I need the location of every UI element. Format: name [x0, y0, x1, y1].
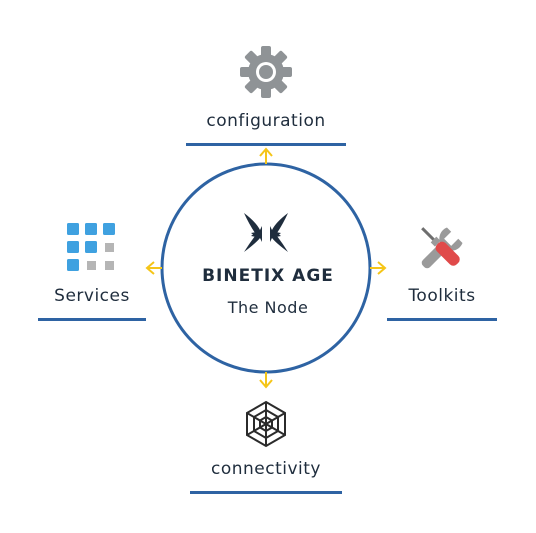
arrow-top: [259, 147, 273, 164]
node-logo-icon: [244, 213, 288, 252]
grid-icon: [67, 223, 115, 271]
connectivity-label: connectivity: [210, 459, 321, 479]
gear-icon: [240, 46, 292, 98]
arrow-right: [370, 261, 387, 275]
web-icon: [246, 400, 286, 448]
configuration-label: configuration: [206, 111, 326, 131]
tools-icon: [421, 227, 463, 269]
services-underline: [38, 318, 146, 321]
connectivity-underline: [190, 491, 342, 494]
configuration-underline: [186, 143, 346, 146]
center-title: BINETIX AGE: [202, 266, 334, 286]
center-subtitle: The Node: [227, 298, 309, 317]
services-label: Services: [54, 286, 130, 306]
arrow-left: [145, 261, 162, 275]
arrow-bottom: [259, 372, 273, 389]
toolkits-underline: [387, 318, 497, 321]
toolkits-label: Toolkits: [408, 286, 476, 306]
